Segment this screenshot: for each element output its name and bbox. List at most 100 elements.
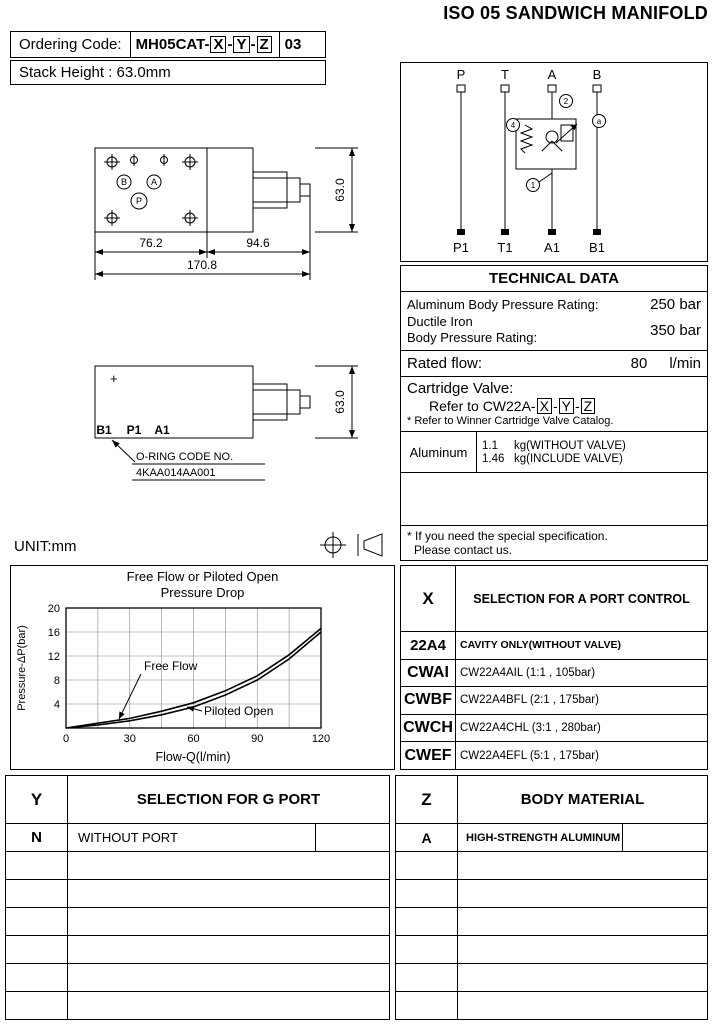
ductile-rating-value: 350 bar xyxy=(650,321,701,339)
z-table-header-code: Z xyxy=(396,776,458,823)
ordering-code-x: X xyxy=(210,35,227,54)
weight-2-unit: kg(INCLUDE VALVE) xyxy=(514,452,623,465)
y-row-extra-cell xyxy=(316,824,389,851)
width-dimensions: 76.2 94.6 170.8 xyxy=(94,196,311,280)
projection-cone-icon xyxy=(357,533,383,557)
stack-height-label: Stack Height : 63.0mm xyxy=(19,64,171,81)
hydraulic-schematic-panel: P T A B 2 4 a xyxy=(400,62,708,262)
cartridge-valve-outline-front xyxy=(252,383,311,421)
x-row-code: CWBF xyxy=(401,687,456,714)
pilot-check-valve-symbol xyxy=(515,118,578,170)
schematic-port-p: P xyxy=(457,67,466,82)
callout-a: a xyxy=(597,117,602,126)
x-row-code: CWEF xyxy=(401,742,456,769)
x-table-row: CWCH CW22A4CHL (3:1 , 280bar) xyxy=(401,714,707,743)
spacer xyxy=(401,473,707,525)
empty-row xyxy=(6,992,389,1019)
cartridge-valve-outline xyxy=(252,171,311,209)
weight-2-value: 1.46 xyxy=(482,452,505,465)
rated-flow-label: Rated flow: xyxy=(407,354,483,372)
schematic-port-b: B xyxy=(593,67,602,82)
empty-row xyxy=(396,908,707,936)
empty-row xyxy=(396,992,707,1019)
svg-text:20: 20 xyxy=(48,603,60,615)
dim-170-8: 170.8 xyxy=(187,258,217,272)
height-dimension-front: 63.0 xyxy=(315,365,358,439)
chart-title-line1: Free Flow or Piloted Open xyxy=(126,569,279,584)
rated-flow-section: Rated flow: 80 l/min xyxy=(401,349,707,376)
weight-row-2: 1.46 kg(INCLUDE VALVE) xyxy=(482,453,702,465)
y-table-header: Y SELECTION FOR G PORT xyxy=(6,776,389,824)
port-b-label: B xyxy=(121,177,127,187)
port-a-label: A xyxy=(151,177,157,187)
pressure-rating-section: Aluminum Body Pressure Rating: 250 bar D… xyxy=(401,292,707,350)
ordering-code-prefix: MH05CAT- xyxy=(135,36,210,53)
oring-note: O-RING CODE NO. 4KAA014AA001 xyxy=(111,439,265,481)
ductile-rating-label: Ductile Iron Body Pressure Rating: xyxy=(407,314,537,347)
dimension-drawing-front-view: + B1 P1 A1 63.0 O-RING CODE NO. 4KAA014A… xyxy=(94,365,358,481)
oring-code-number: 4KAA014AA001 xyxy=(136,467,216,479)
label-p1: P1 xyxy=(127,423,142,437)
empty-row xyxy=(6,964,389,992)
ordering-code-value: MH05CAT- X - Y - Z 03 xyxy=(129,32,325,57)
aluminum-rating-label: Aluminum Body Pressure Rating: xyxy=(407,297,599,312)
schematic-port-a1: A1 xyxy=(544,240,560,255)
port-p-label: P xyxy=(136,196,142,206)
schematic-port-p1: P1 xyxy=(453,240,469,255)
cartridge-z: Z xyxy=(580,397,596,415)
x-row-desc: CW22A4BFL (2:1 , 175bar) xyxy=(460,694,599,707)
y-row-desc: WITHOUT PORT xyxy=(68,824,316,851)
dimension-drawing-top-view: B A P 76.2 94.6 170.8 63.0 xyxy=(94,147,358,280)
schematic-port-b1: B1 xyxy=(589,240,605,255)
stack-height-box: Stack Height : 63.0mm xyxy=(10,60,326,85)
y-selection-table: Y SELECTION FOR G PORT N WITHOUT PORT xyxy=(5,775,390,1020)
x-table-row: CWEF CW22A4EFL (5:1 , 175bar) xyxy=(401,742,707,769)
ordering-code-z: Z xyxy=(256,35,272,54)
cartridge-y: Y xyxy=(558,397,574,415)
schematic-callouts: 2 4 a 1 xyxy=(506,94,606,192)
x-row-code: 22A4 xyxy=(401,632,456,659)
technical-data-panel: TECHNICAL DATA Aluminum Body Pressure Ra… xyxy=(400,265,708,561)
pressure-drop-chart-panel: Free Flow or Piloted Open Pressure Drop … xyxy=(10,565,395,770)
x-row-desc: CW22A4CHL (3:1 , 280bar) xyxy=(460,722,601,735)
svg-text:90: 90 xyxy=(251,733,263,745)
z-table-header-label: BODY MATERIAL xyxy=(520,791,645,808)
unit-label: UNIT:mm xyxy=(14,538,77,555)
empty-row xyxy=(396,964,707,992)
cartridge-x: X xyxy=(536,397,552,415)
z-row-code: A xyxy=(396,824,458,851)
x-table-row: CWAI CW22A4AIL (1:1 , 105bar) xyxy=(401,659,707,688)
callout-1: 1 xyxy=(531,181,536,190)
svg-text:120: 120 xyxy=(312,733,330,745)
svg-text:0: 0 xyxy=(63,733,69,745)
special-spec-note: * If you need the special specification.… xyxy=(401,525,707,560)
mounting-hole-marks xyxy=(104,154,198,226)
ordering-divider xyxy=(278,32,280,57)
projection-symbols xyxy=(320,532,383,558)
z-table-header: Z BODY MATERIAL xyxy=(396,776,707,824)
y-row-code: N xyxy=(6,824,68,851)
x-table-header: X SELECTION FOR A PORT CONTROL xyxy=(401,566,707,632)
ordering-dash-2: - xyxy=(250,36,256,53)
empty-row xyxy=(396,880,707,908)
ductile-label-line1: Ductile Iron xyxy=(407,314,473,329)
cartridge-note: * Refer to Winner Cartridge Valve Catalo… xyxy=(407,415,614,428)
cartridge-dash-1: - xyxy=(552,397,558,414)
port-circles: B A P xyxy=(116,174,162,210)
ordering-code-suffix: 03 xyxy=(284,36,302,53)
dim-63-0-top: 63.0 xyxy=(333,178,347,202)
x-table-header-code: X xyxy=(401,566,456,631)
x-row-desc: CAVITY ONLY(WITHOUT VALVE) xyxy=(460,639,622,652)
oring-code-label: O-RING CODE NO. xyxy=(136,451,233,463)
rated-flow-unit: l/min xyxy=(669,354,701,372)
schematic-port-t: T xyxy=(501,67,509,82)
x-row-desc: CW22A4AIL (1:1 , 105bar) xyxy=(460,666,596,679)
cartridge-dash-2: - xyxy=(574,397,580,414)
z-table-row: A HIGH-STRENGTH ALUMINUM xyxy=(396,824,707,852)
empty-row xyxy=(396,936,707,964)
x-table-row: 22A4 CAVITY ONLY(WITHOUT VALVE) xyxy=(401,632,707,660)
svg-text:60: 60 xyxy=(187,733,199,745)
piloted-open-annotation: Piloted Open xyxy=(204,704,273,718)
